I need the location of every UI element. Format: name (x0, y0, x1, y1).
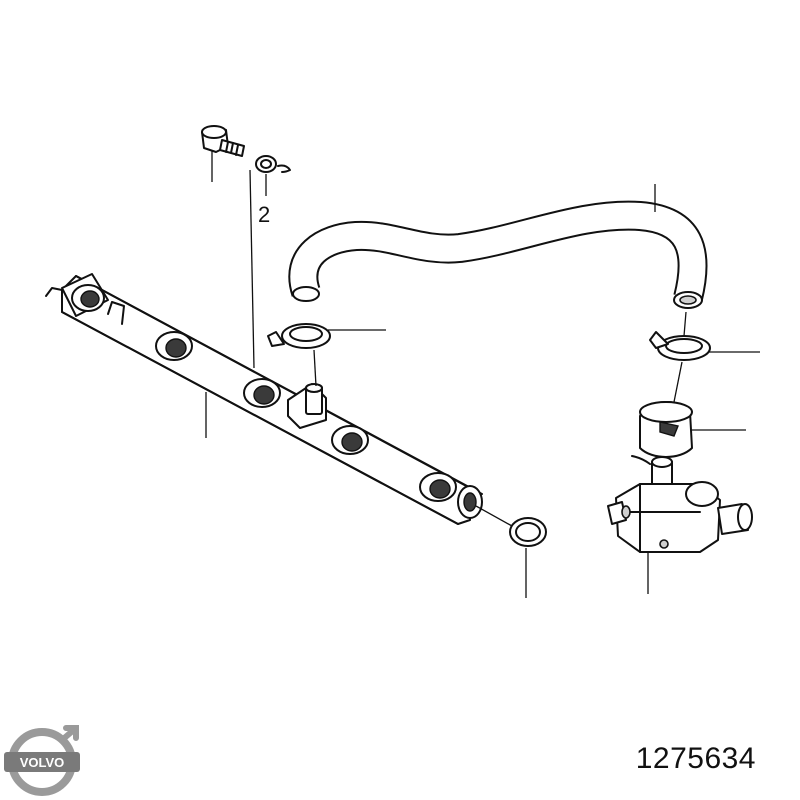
logo-text: VOLVO (20, 755, 65, 770)
clip-1 (45, 287, 63, 297)
hose-clamp-left (267, 323, 386, 387)
clip-2 (107, 301, 125, 325)
injector-boss-3 (243, 378, 281, 408)
regulator-cap (631, 400, 746, 465)
injector-boss-4 (331, 425, 369, 455)
rail-leader-top (249, 169, 255, 369)
injector-boss-5 (419, 472, 457, 502)
injector-boss-2 (155, 331, 193, 361)
pressure-regulator (607, 456, 753, 594)
o-ring (475, 505, 547, 598)
washer: 2 (255, 155, 291, 227)
hose-clamp-right (649, 311, 760, 413)
fuel-hose (288, 184, 708, 309)
part-number: 1275634 (635, 742, 756, 775)
fuel-rail (45, 273, 483, 525)
bolt (201, 125, 245, 182)
volvo-logo: VOLVO (4, 725, 80, 796)
clamp-left-leader (313, 349, 317, 387)
rail-hose-spigot (287, 383, 327, 429)
injector-boss-1 (61, 273, 109, 317)
callout-2: 2 (258, 202, 270, 227)
